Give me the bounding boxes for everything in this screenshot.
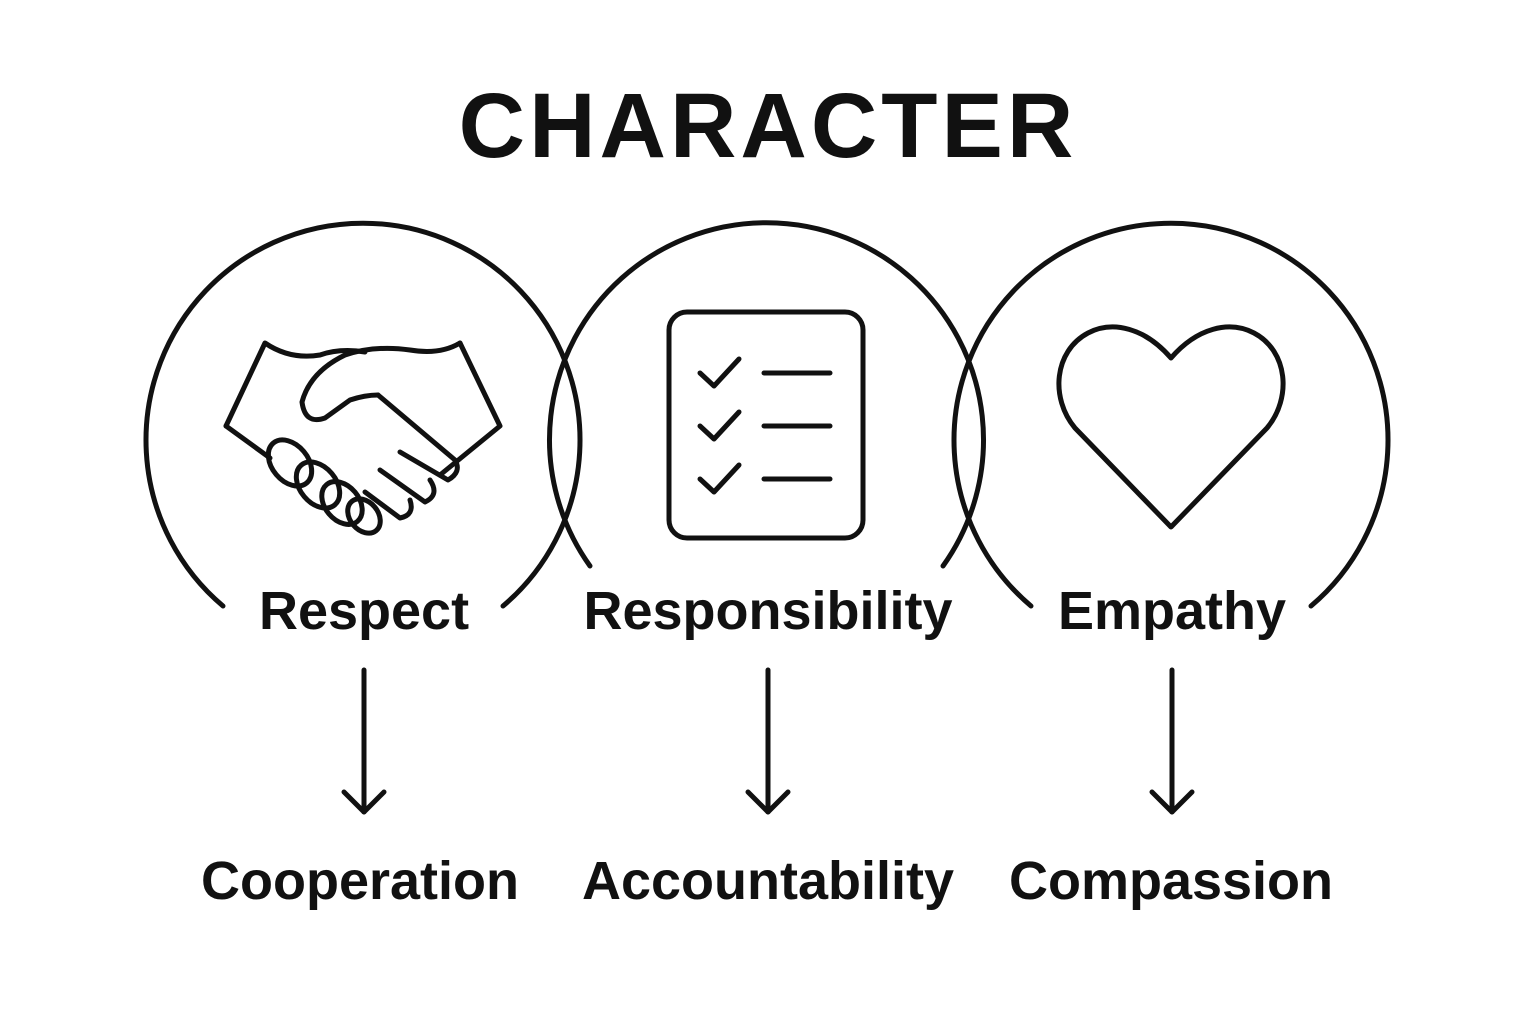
trait-label-respect: Respect [258, 581, 470, 641]
outcome-label-cooperation: Cooperation [201, 851, 519, 911]
respect-arrow [341, 667, 387, 815]
respect-ring [143, 220, 583, 609]
outcome-label-accountability: Accountability [581, 851, 955, 911]
handshake-icon [223, 340, 503, 536]
empathy-ring [951, 220, 1391, 609]
outcome-label-compassion: Compassion [1008, 851, 1334, 911]
diagram-title: CHARACTER [458, 75, 1078, 177]
empathy-arrow [1149, 667, 1195, 815]
trait-label-responsibility: Responsibility [583, 581, 953, 641]
trait-label-empathy: Empathy [1057, 581, 1287, 641]
checklist-icon [666, 309, 866, 541]
responsibility-arrow [745, 667, 791, 815]
heart-icon [1056, 324, 1286, 530]
responsibility-ring [547, 220, 986, 569]
